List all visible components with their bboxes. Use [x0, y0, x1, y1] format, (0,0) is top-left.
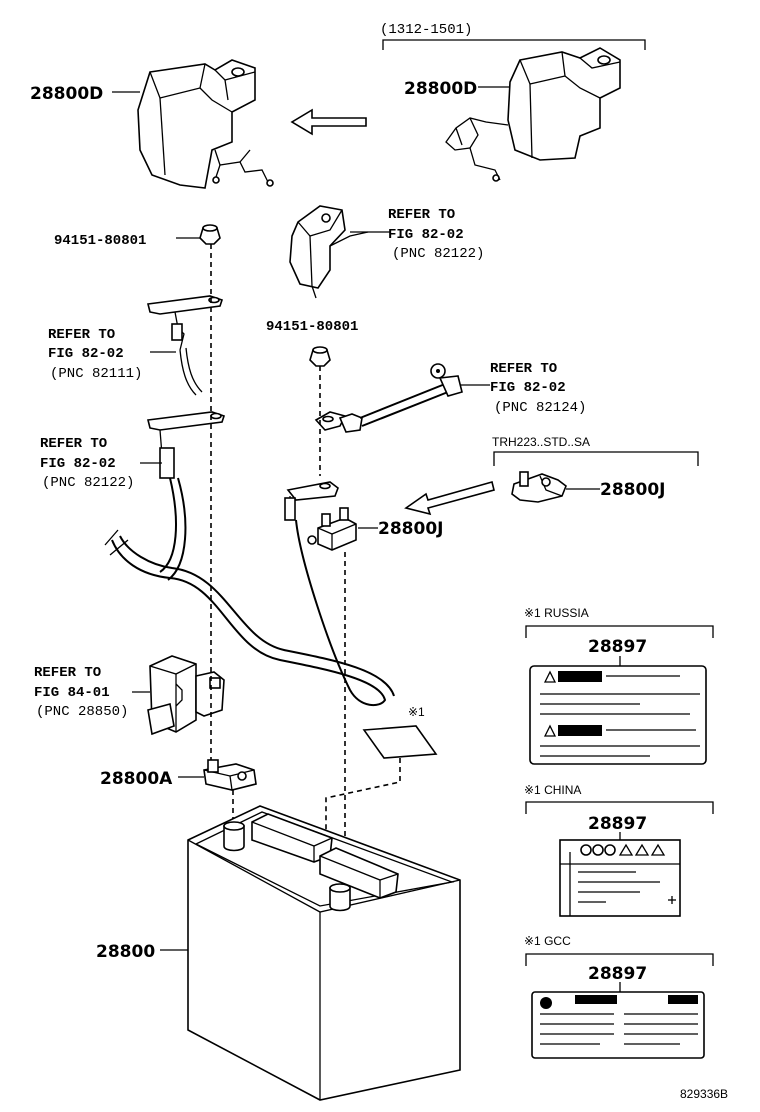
svg-text:REFER TO: REFER TO — [388, 207, 455, 223]
cable-82124[interactable] — [314, 363, 463, 433]
cable-82111[interactable] — [147, 295, 224, 396]
label-28800j-mid: 28800J — [378, 519, 443, 539]
warning-triangle-icon — [543, 670, 557, 683]
russia-warning-label[interactable] — [529, 665, 707, 765]
svg-text:FIG 82-02: FIG 82-02 — [48, 346, 124, 362]
svg-text:REFER TO: REFER TO — [490, 361, 557, 377]
label-china-part: 28897 — [588, 814, 647, 834]
terminal-cover-right[interactable] — [445, 47, 621, 182]
clamp-28800j-mid[interactable] — [307, 507, 357, 551]
label-note-mark: ※1 — [408, 705, 425, 719]
label-china-title: ※1 CHINA — [524, 783, 581, 797]
label-variant: TRH223..STD..SA — [492, 435, 590, 449]
direction-arrow-down-left — [404, 481, 495, 516]
label-nut-left: 94151-80801 — [54, 233, 146, 249]
label-28800a: 28800A — [100, 769, 173, 789]
nut-left[interactable] — [199, 224, 221, 245]
label-russia-title: ※1 RUSSIA — [524, 606, 589, 620]
svg-text:(PNC 82122): (PNC 82122) — [392, 246, 484, 262]
label-28800d-right: 28800D — [404, 79, 477, 99]
svg-text:FIG 82-02: FIG 82-02 — [490, 380, 566, 396]
cable-head-top[interactable] — [289, 205, 369, 299]
label-gcc-title: ※1 GCC — [524, 934, 571, 948]
label-28800j-right: 28800J — [600, 480, 665, 500]
label-russia-part: 28897 — [588, 637, 647, 657]
svg-text:(PNC 28850): (PNC 28850) — [36, 704, 128, 720]
svg-text:(PNC 82111): (PNC 82111) — [50, 366, 142, 382]
label-date-range: (1312-1501) — [380, 22, 472, 38]
svg-text:REFER TO: REFER TO — [40, 436, 107, 452]
label-28800d-left: 28800D — [30, 84, 103, 104]
svg-text:FIG 84-01: FIG 84-01 — [34, 685, 110, 701]
terminal-cover-left[interactable] — [137, 59, 274, 189]
svg-text:(PNC 82122): (PNC 82122) — [42, 475, 134, 491]
svg-text:REFER TO: REFER TO — [34, 665, 101, 681]
direction-arrow-left — [290, 108, 367, 136]
figure-code: 829336B — [680, 1087, 728, 1101]
china-warning-label[interactable] — [559, 839, 681, 917]
nut-mid[interactable] — [309, 346, 331, 367]
terminal-bracket-mid[interactable] — [284, 481, 339, 521]
clamp-28800a[interactable] — [203, 759, 257, 791]
svg-text:(PNC 82124): (PNC 82124) — [494, 400, 586, 416]
battery-28800[interactable] — [187, 805, 461, 1101]
label-28800: 28800 — [96, 942, 155, 962]
label-nut-mid: 94151-80801 — [266, 319, 358, 335]
svg-text:REFER TO: REFER TO — [48, 327, 115, 343]
label-gcc-part: 28897 — [588, 964, 647, 984]
gcc-warning-label[interactable] — [531, 991, 705, 1059]
cable-82122[interactable] — [104, 411, 395, 707]
recycle-icon — [540, 997, 552, 1009]
svg-text:FIG 82-02: FIG 82-02 — [40, 456, 116, 472]
svg-text:FIG 82-02: FIG 82-02 — [388, 227, 464, 243]
clamp-28800j-right[interactable] — [511, 471, 567, 503]
label-sticker[interactable] — [362, 725, 438, 759]
sensor-28850[interactable] — [147, 655, 225, 736]
